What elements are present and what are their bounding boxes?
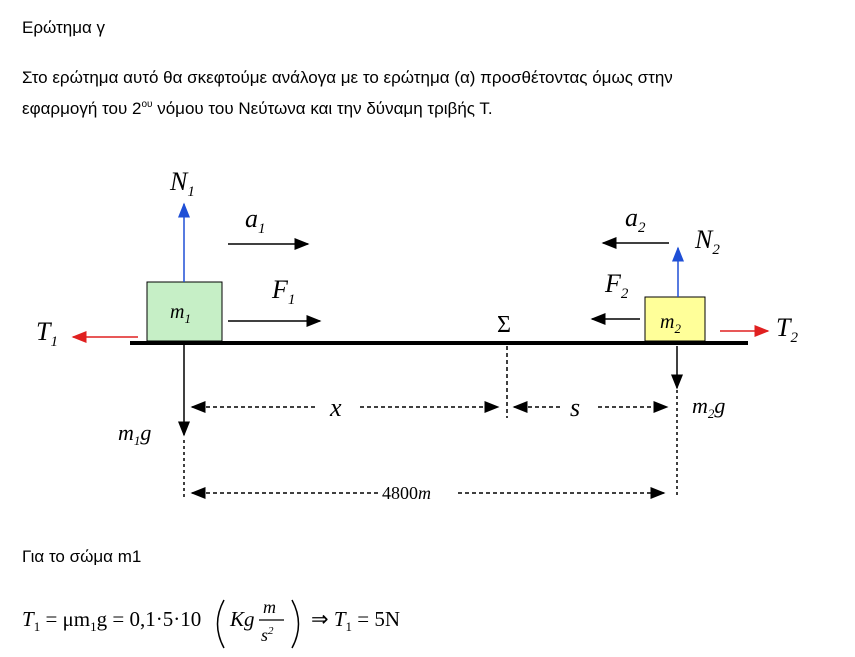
right-paren xyxy=(291,599,300,649)
intro-line-1: Στο ερώτημα αυτό θα σκεφτούμε ανάλογα με… xyxy=(22,68,673,87)
unit-kg: Kg xyxy=(229,607,255,631)
normal-force-1-label: N1 xyxy=(169,167,195,200)
forces-diagram: m1 m2 N1 a1 F1 T1 m1g Σ x s a2 N2 F2 T2 … xyxy=(36,167,798,503)
weight-2-label: m2g xyxy=(692,393,725,421)
formula-result: ⇒ T1 = 5N xyxy=(311,607,400,634)
acceleration-2-label: a2 xyxy=(625,203,646,236)
section-heading: Για το σώμα m1 xyxy=(22,547,142,566)
force-1-label: F1 xyxy=(271,275,295,308)
sigma-label: Σ xyxy=(497,312,511,338)
block-m2-label: m2 xyxy=(660,311,681,336)
question-heading: Ερώτημα γ xyxy=(22,18,106,37)
intro-line-2-end: νόμου του Νεύτωνα και την δύναμη τριβής … xyxy=(152,99,493,118)
block-m2 xyxy=(644,296,706,342)
weight-1-label: m1g xyxy=(118,420,151,448)
x-distance-label: x xyxy=(329,393,342,422)
s-distance-label: s xyxy=(570,393,580,422)
ordinal-suffix: ου xyxy=(141,99,153,110)
intro-line-2-start: εφαρμογή του 2 xyxy=(22,99,142,118)
formula-lhs: T1 = μm1g = 0,1·5·10 xyxy=(22,607,201,634)
left-paren xyxy=(216,599,225,649)
intro-line-2: εφαρμογή του 2ου νόμου του Νεύτωνα και τ… xyxy=(22,93,493,121)
unit-denominator: s2 xyxy=(261,625,274,645)
friction-formula: T1 = μm1g = 0,1·5·10 Kg m s2 ⇒ T1 = 5N xyxy=(22,597,400,649)
force-2-label: F2 xyxy=(604,269,629,302)
block-m1 xyxy=(146,281,223,342)
tension-1-label: T1 xyxy=(36,317,58,350)
total-distance-label: 4800m xyxy=(382,483,431,503)
acceleration-1-label: a1 xyxy=(245,204,266,237)
tension-2-label: T2 xyxy=(776,313,798,346)
unit-numerator: m xyxy=(263,597,276,617)
normal-force-2-label: N2 xyxy=(694,225,720,258)
block-m1-label: m1 xyxy=(170,301,191,326)
